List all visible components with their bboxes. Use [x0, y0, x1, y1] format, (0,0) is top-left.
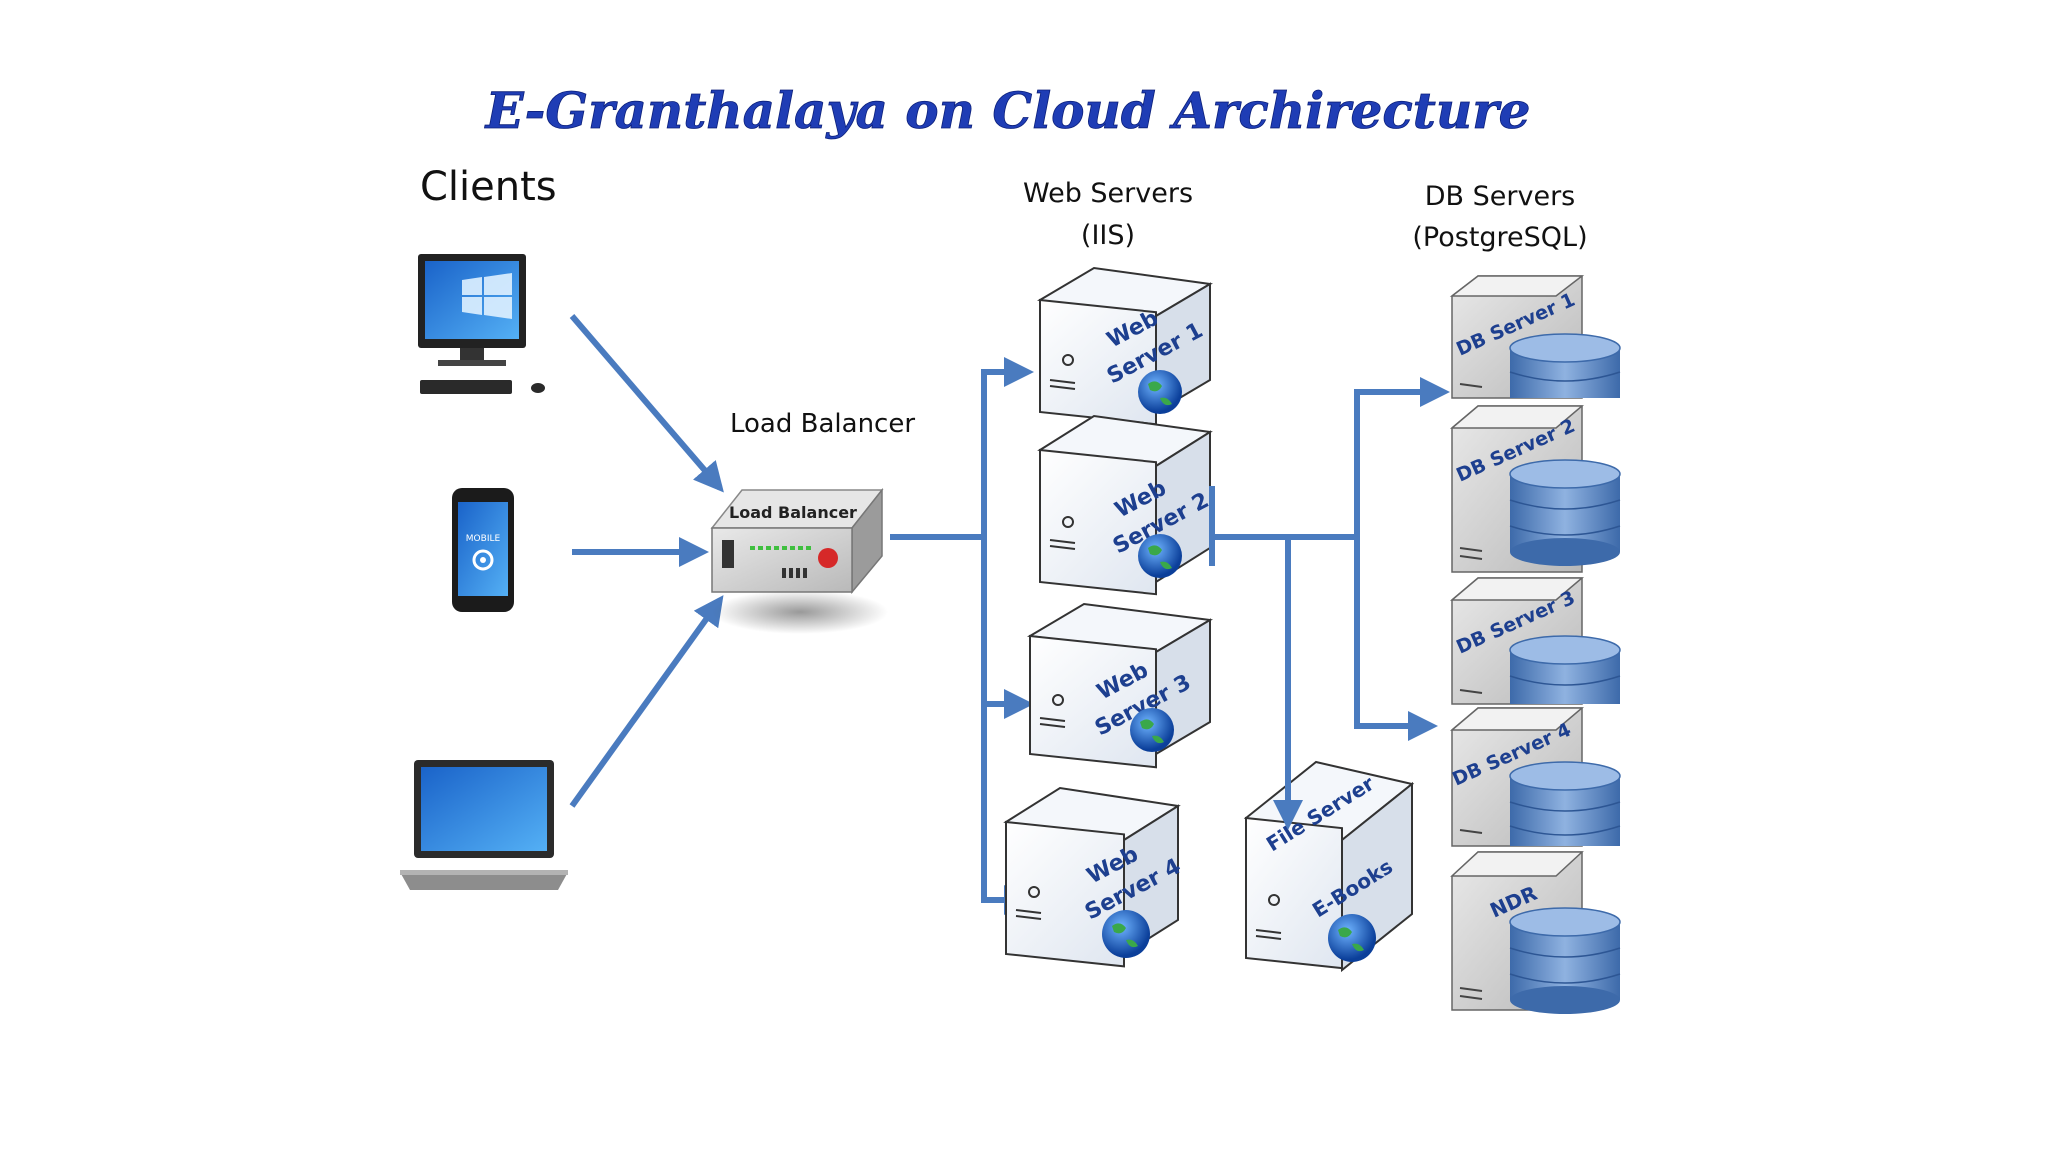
load-balancer-device-label: Load Balancer [729, 503, 857, 522]
database-cylinder-icon [1509, 459, 1621, 566]
globe-continents-icon [1338, 927, 1364, 952]
database-cylinder-icon [1509, 635, 1621, 704]
globe-icon [1138, 370, 1182, 414]
globe-continents-icon [1148, 381, 1172, 406]
web-to-db-arrows [1209, 377, 1450, 830]
ndr-server: NDR [1450, 851, 1621, 1014]
globe-icon [1130, 708, 1174, 752]
mobile-screen-label: MOBILE [466, 534, 501, 544]
load-balancer-heading: Load Balancer [730, 409, 915, 439]
web-servers-subheading: (IIS) [1081, 220, 1135, 251]
database-cylinder-icon [1509, 333, 1621, 398]
db-server-3: DB Server 3 [1449, 577, 1621, 705]
db-server-4: DB Server 4 [1449, 707, 1621, 847]
database-cylinder-icon [1509, 761, 1621, 846]
db-servers-heading: DB Servers [1425, 181, 1576, 212]
desktop-computer-icon [418, 254, 545, 394]
globe-continents-icon [1112, 923, 1138, 948]
client-connection-arrows [569, 314, 724, 808]
db-server-2: DB Server 2 [1449, 405, 1621, 573]
database-cylinder-icon [1509, 907, 1621, 1014]
web-server-3: Web Server 3 [1026, 602, 1214, 769]
globe-continents-icon [1140, 719, 1164, 744]
clients-heading: Clients [420, 164, 557, 210]
globe-icon [1138, 534, 1182, 578]
web-server-2: Web Server 2 [1037, 414, 1213, 596]
file-server: File Server E-Books [1243, 760, 1415, 973]
web-servers-heading: Web Servers [1023, 178, 1193, 209]
diagram-title: E-Granthalaya on Cloud Archirecture [484, 81, 1531, 140]
web-server-1: Web Server 1 [1037, 266, 1213, 426]
globe-continents-icon [1148, 545, 1172, 570]
globe-icon [1328, 914, 1376, 962]
globe-icon [1102, 910, 1150, 958]
db-servers-subheading: (PostgreSQL) [1412, 222, 1587, 253]
db-server-1: DB Server 1 [1449, 275, 1621, 399]
lb-to-web-arrows [890, 357, 1034, 915]
web-server-4: Web Server 4 [1003, 786, 1185, 968]
laptop-icon [400, 760, 568, 890]
mobile-phone-icon: MOBILE [452, 488, 514, 612]
load-balancer-device: Load Balancer [710, 487, 888, 634]
